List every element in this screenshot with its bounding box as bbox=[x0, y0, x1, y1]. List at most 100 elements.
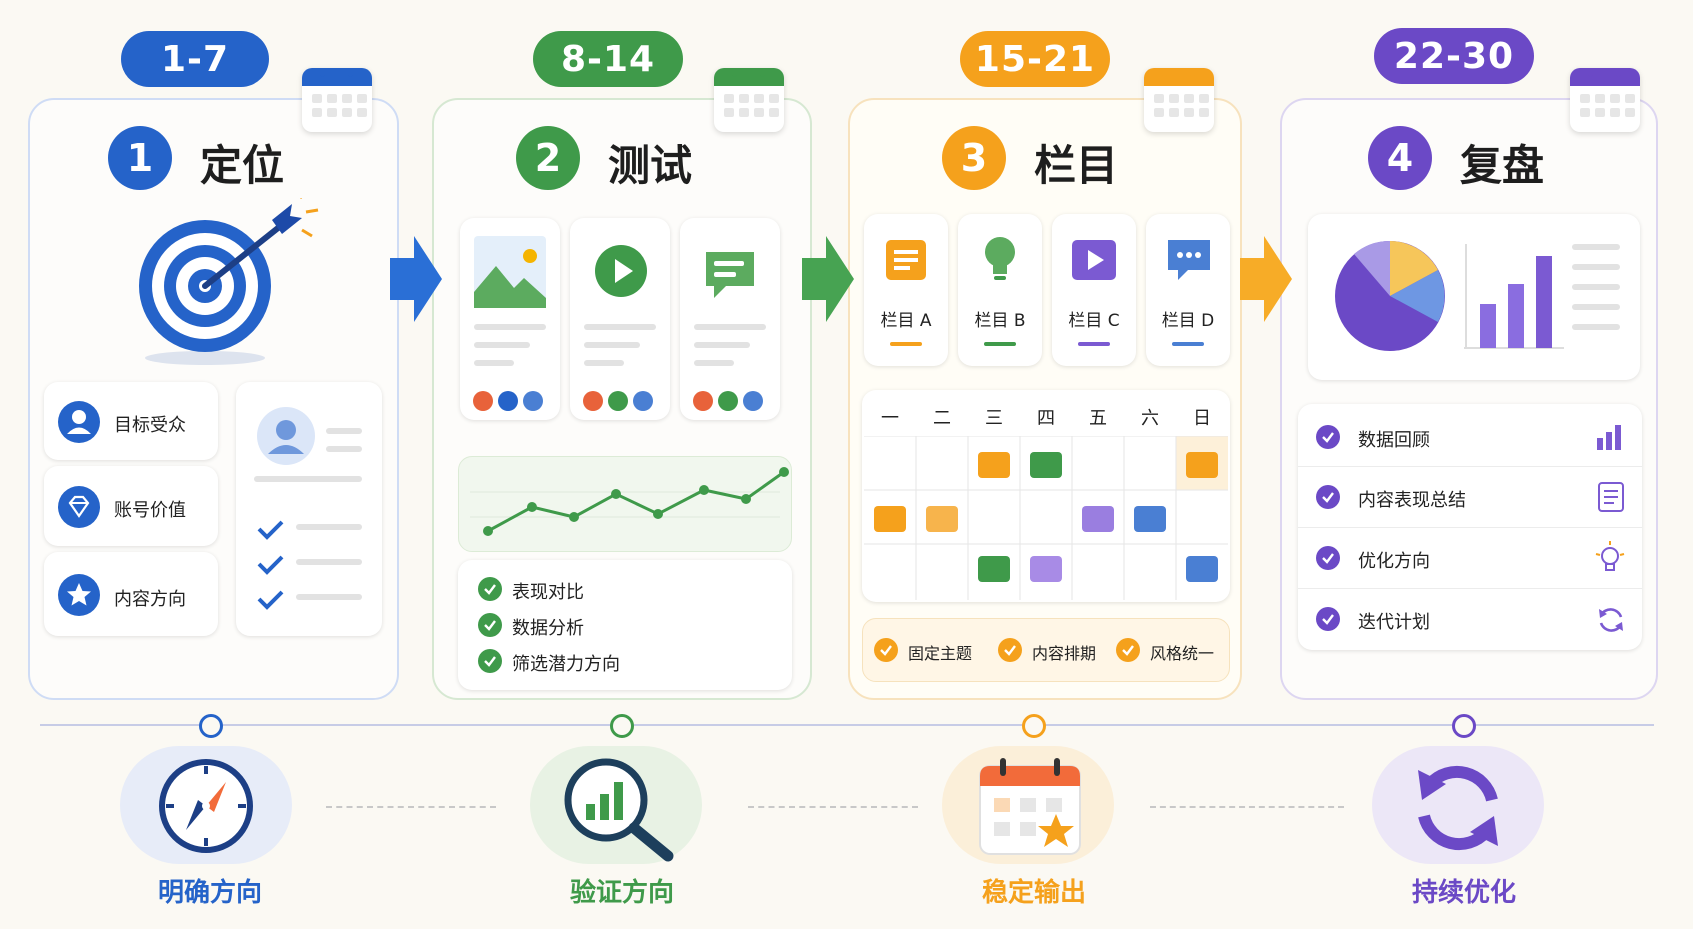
play-icon bbox=[595, 245, 647, 297]
stage-1-item: 目标受众 bbox=[114, 415, 186, 436]
magnifier-chart-icon bbox=[564, 758, 674, 862]
column-label: 栏目 B bbox=[974, 311, 1026, 331]
weekday-label: 四 bbox=[1037, 408, 1055, 429]
calendar-star-icon bbox=[979, 758, 1081, 855]
check-icon bbox=[874, 638, 898, 662]
diamond-icon bbox=[58, 486, 100, 528]
timeline-node bbox=[1452, 714, 1476, 738]
check-icon bbox=[1316, 607, 1340, 631]
cycle-icon bbox=[1418, 765, 1498, 851]
stage-4-number: 4 bbox=[1368, 126, 1432, 190]
arrow-right-icon bbox=[1240, 236, 1292, 322]
text-post-card bbox=[680, 218, 780, 420]
column-checklist bbox=[862, 618, 1230, 682]
video-icon bbox=[1072, 240, 1116, 280]
line-chart-icon bbox=[470, 467, 789, 536]
stage-2-title: 测试 bbox=[608, 141, 693, 190]
stage-3-number: 3 bbox=[942, 126, 1006, 190]
calendar-icon bbox=[1570, 68, 1640, 132]
arrow-right-icon bbox=[390, 236, 442, 322]
outcome-label: 明确方向 bbox=[157, 878, 262, 908]
check-icon bbox=[1316, 425, 1340, 449]
image-icon bbox=[1030, 556, 1062, 582]
target-icon bbox=[139, 198, 319, 365]
video-icon bbox=[1082, 506, 1114, 532]
stage-1-item: 账号价值 bbox=[114, 500, 186, 521]
timeline-node bbox=[1022, 714, 1046, 738]
stage-1-range: 1-7 bbox=[121, 31, 269, 87]
weekday-label: 五 bbox=[1089, 408, 1107, 429]
check-icon bbox=[478, 613, 502, 637]
check-icon bbox=[998, 638, 1022, 662]
column-c-card bbox=[1052, 214, 1136, 366]
bar-chart-icon bbox=[1597, 425, 1621, 450]
stage-4-item: 优化方向 bbox=[1358, 551, 1430, 572]
timeline-node bbox=[199, 714, 223, 738]
image-icon bbox=[1186, 452, 1218, 478]
document-icon bbox=[1598, 482, 1624, 512]
check-icon bbox=[478, 577, 502, 601]
chat-icon bbox=[1168, 240, 1210, 280]
outcome-label: 持续优化 bbox=[1411, 878, 1516, 908]
stage-3-check: 风格统一 bbox=[1150, 644, 1215, 663]
column-label: 栏目 A bbox=[880, 311, 932, 331]
weekday-label: 三 bbox=[985, 408, 1003, 429]
star-icon bbox=[58, 574, 100, 616]
weekday-label: 六 bbox=[1141, 408, 1159, 429]
image-icon bbox=[978, 452, 1010, 478]
timeline-node bbox=[610, 714, 634, 738]
check-icon bbox=[1316, 485, 1340, 509]
column-a-card bbox=[864, 214, 948, 366]
stage-1-title: 定位 bbox=[200, 141, 285, 190]
lightbulb-icon bbox=[985, 237, 1015, 280]
column-label: 栏目 C bbox=[1068, 311, 1120, 331]
image-icon bbox=[926, 506, 958, 532]
arrow-right-icon bbox=[802, 236, 854, 322]
weekday-label: 日 bbox=[1193, 408, 1211, 429]
outcome-label: 验证方向 bbox=[569, 878, 674, 908]
stage-4-item: 数据回顾 bbox=[1358, 430, 1430, 451]
image-icon bbox=[874, 506, 906, 532]
stage-3-check: 固定主题 bbox=[908, 644, 973, 663]
chat-icon bbox=[1186, 556, 1218, 582]
stage-4-title: 复盘 bbox=[1460, 141, 1545, 190]
compass-icon bbox=[159, 759, 253, 853]
stage-2-range: 8-14 bbox=[533, 31, 683, 87]
refresh-icon bbox=[1599, 608, 1623, 632]
share-icon bbox=[1134, 506, 1166, 532]
stage-2-check: 筛选潜力方向 bbox=[512, 654, 620, 675]
pie-chart-icon bbox=[1335, 240, 1445, 351]
stage-3-range: 15-21 bbox=[960, 31, 1110, 87]
stage-4-range: 22-30 bbox=[1374, 28, 1534, 84]
test-checklist-card bbox=[458, 560, 792, 690]
check-icon bbox=[257, 520, 284, 610]
document-icon bbox=[978, 556, 1010, 582]
weekday-label: 一 bbox=[881, 408, 899, 429]
column-d-card bbox=[1146, 214, 1230, 366]
stage-3-title: 栏目 bbox=[1034, 141, 1119, 190]
stage-4-item: 迭代计划 bbox=[1358, 612, 1430, 633]
image-icon bbox=[474, 236, 546, 308]
timeline-line bbox=[40, 724, 1654, 726]
calendar-icon bbox=[714, 68, 784, 132]
check-icon bbox=[478, 649, 502, 673]
stage-2-check: 表现对比 bbox=[512, 582, 584, 603]
check-icon bbox=[1316, 546, 1340, 570]
stage-1-number: 1 bbox=[108, 126, 172, 190]
check-icon bbox=[1116, 638, 1140, 662]
column-label: 栏目 D bbox=[1161, 311, 1215, 331]
stage-2-number: 2 bbox=[516, 126, 580, 190]
calendar-grid bbox=[864, 436, 1228, 600]
stage-1-item: 内容方向 bbox=[114, 589, 186, 610]
stage-3-check: 内容排期 bbox=[1032, 644, 1097, 663]
document-icon bbox=[886, 240, 926, 280]
calendar-icon bbox=[1144, 68, 1214, 132]
document-icon bbox=[1030, 452, 1062, 478]
stage-4-item: 内容表现总结 bbox=[1358, 490, 1466, 511]
user-icon bbox=[58, 401, 100, 443]
calendar-icon bbox=[302, 68, 372, 132]
user-icon bbox=[257, 407, 315, 465]
reaction-icons bbox=[473, 391, 763, 411]
chat-icon bbox=[706, 252, 754, 298]
trend-chart-card bbox=[458, 456, 792, 552]
